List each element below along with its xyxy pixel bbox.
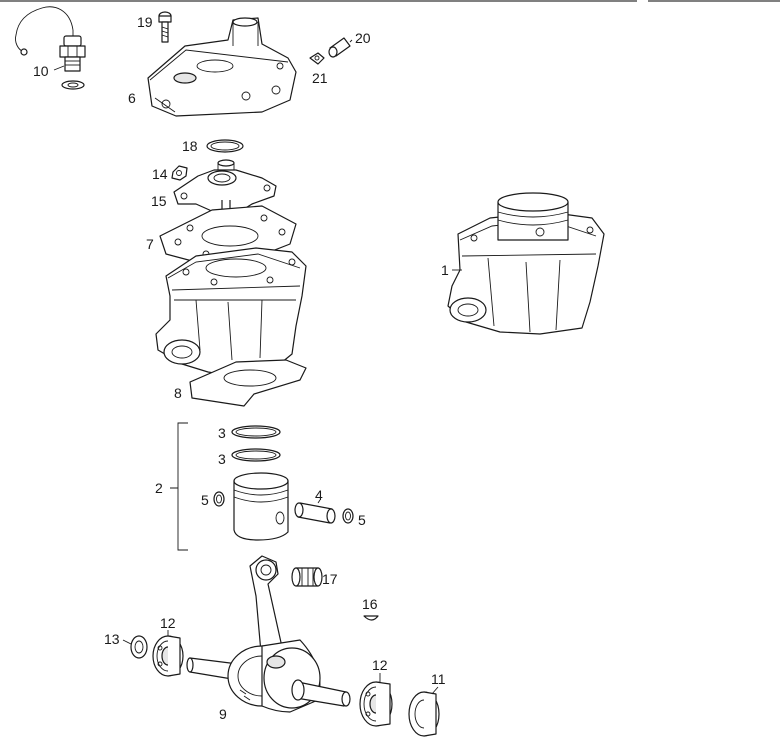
oil-seal-part-11[interactable] — [408, 691, 440, 737]
oil-seal-part-13[interactable] — [130, 635, 148, 659]
base-gasket-part-8[interactable] — [189, 359, 307, 407]
leader-11 — [431, 686, 439, 695]
spark-plug-sleeve-part-20[interactable] — [328, 37, 351, 58]
label-8: 8 — [174, 385, 182, 401]
label-17: 17 — [322, 571, 338, 587]
nut-part-21[interactable] — [309, 52, 325, 65]
leader-13 — [122, 639, 132, 645]
label-14: 14 — [152, 166, 168, 182]
crankshaft-part-9[interactable] — [186, 555, 351, 713]
label-5-right: 5 — [358, 512, 366, 528]
label-20: 20 — [355, 30, 371, 46]
leader-4 — [317, 499, 321, 504]
temperature-sensor-part-10[interactable] — [15, 6, 86, 90]
group-bracket-part-2 — [170, 422, 188, 551]
label-19: 19 — [137, 14, 153, 30]
label-3-upper: 3 — [218, 425, 226, 441]
main-bearing-part-12-left[interactable] — [152, 635, 184, 677]
main-bearing-part-12-right[interactable] — [359, 681, 393, 727]
label-18: 18 — [182, 138, 198, 154]
cylinder-block-left[interactable] — [155, 247, 307, 377]
label-16: 16 — [362, 596, 378, 612]
bolt-part-19[interactable] — [158, 11, 172, 43]
o-ring-part-18[interactable] — [206, 139, 244, 153]
label-4: 4 — [315, 487, 323, 503]
nut-part-14[interactable] — [171, 165, 188, 181]
label-15: 15 — [151, 193, 167, 209]
circlip-part-5-left[interactable] — [213, 491, 225, 507]
piston[interactable] — [233, 472, 289, 541]
cylinder-head-part-6[interactable] — [147, 17, 297, 117]
leader-20 — [349, 39, 353, 43]
label-5-left: 5 — [201, 492, 209, 508]
piston-pin-part-4[interactable] — [294, 502, 336, 524]
label-13: 13 — [104, 631, 120, 647]
label-1: 1 — [441, 262, 449, 278]
label-10: 10 — [33, 63, 49, 79]
label-6: 6 — [128, 90, 136, 106]
label-12-left: 12 — [160, 615, 176, 631]
woodruff-key-part-16[interactable] — [363, 615, 379, 621]
label-2: 2 — [155, 480, 163, 496]
label-9: 9 — [219, 706, 227, 722]
label-12-right: 12 — [372, 657, 388, 673]
piston-ring-part-3-upper[interactable] — [231, 425, 281, 439]
leader-10 — [53, 65, 65, 71]
label-7: 7 — [146, 236, 154, 252]
label-11: 11 — [431, 671, 446, 687]
cylinder-assembly-part-1[interactable] — [447, 192, 605, 335]
label-21: 21 — [312, 70, 328, 86]
circlip-part-5-right[interactable] — [342, 508, 354, 524]
needle-bearing-part-17[interactable] — [291, 567, 323, 587]
piston-ring-part-3-lower[interactable] — [231, 448, 281, 462]
label-3-lower: 3 — [218, 451, 226, 467]
